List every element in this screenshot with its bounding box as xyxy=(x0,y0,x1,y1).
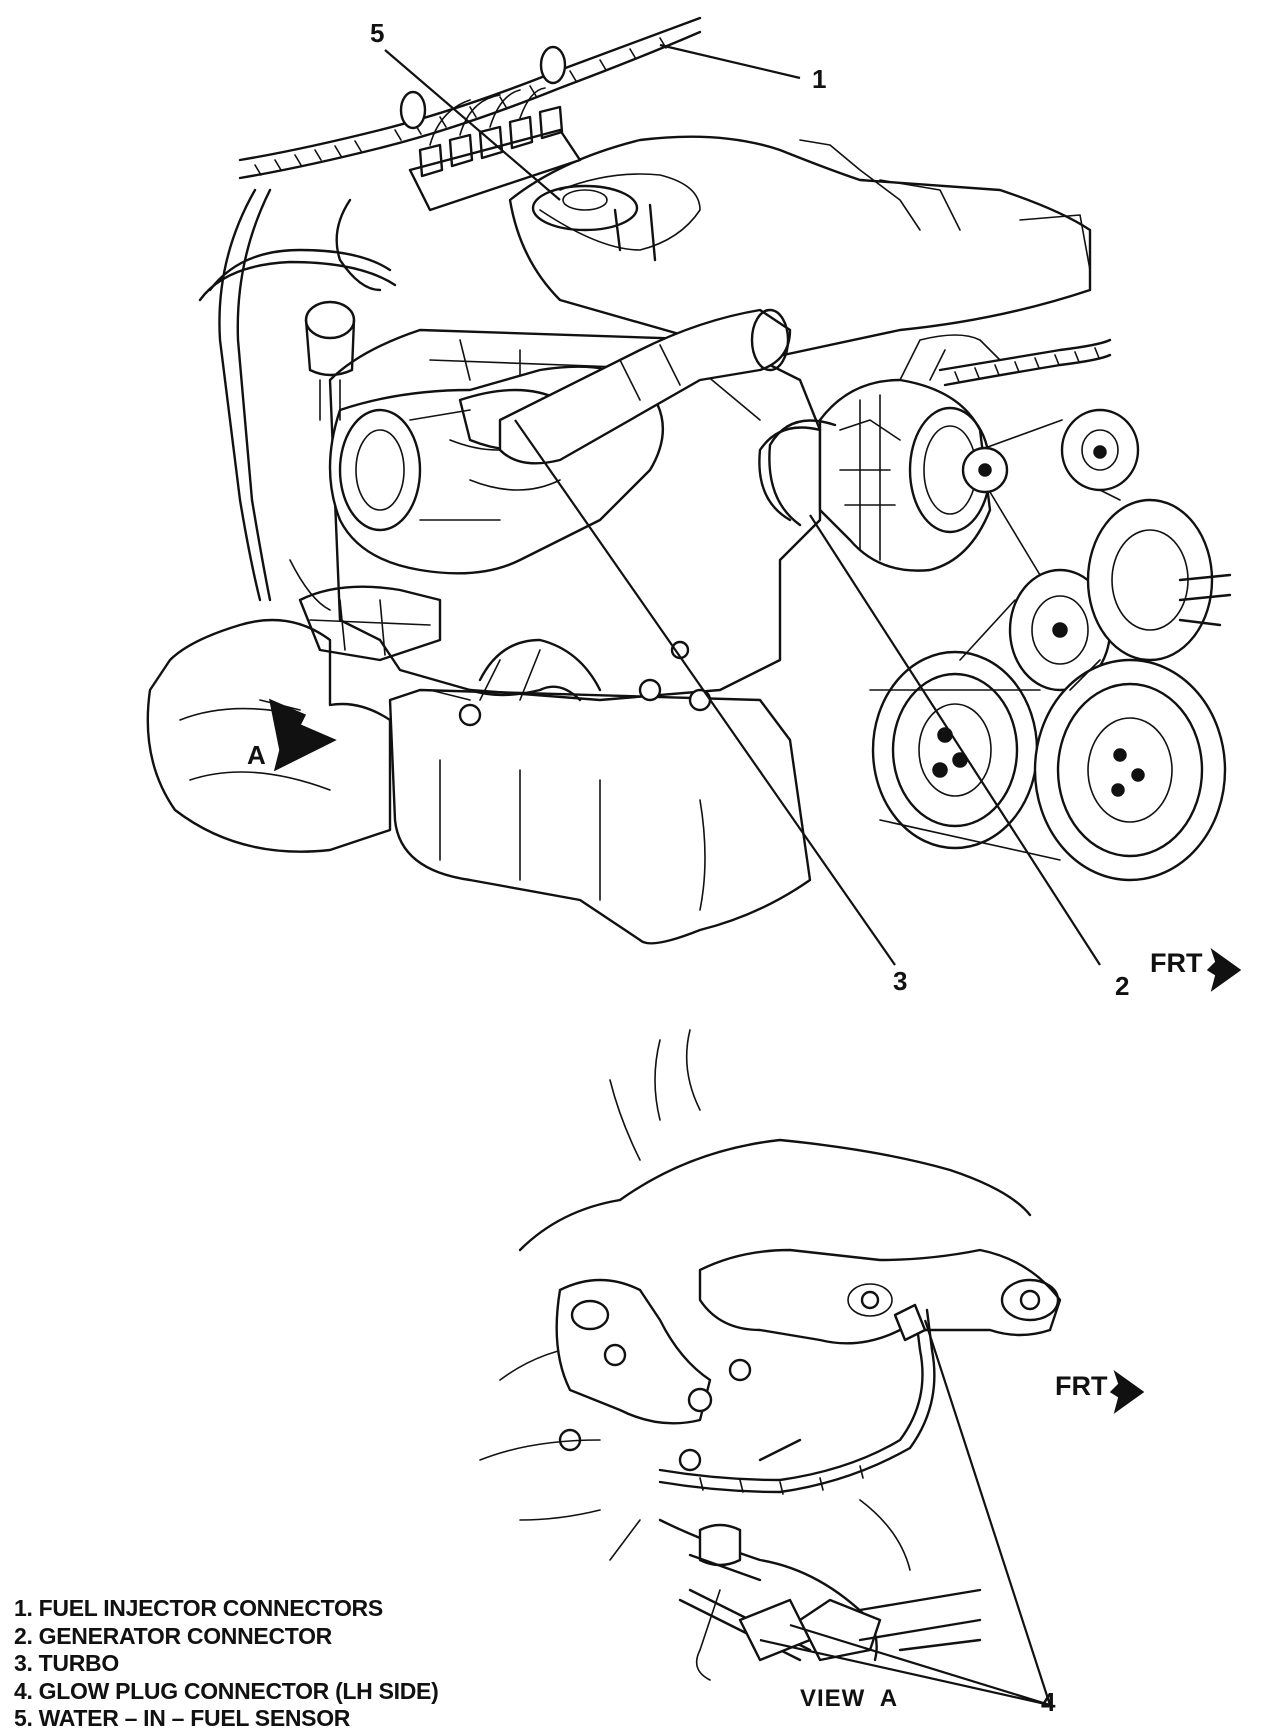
callout-3: 3 xyxy=(893,966,907,996)
legend-item-5: 5. WATER – IN – FUEL SENSOR xyxy=(14,1705,351,1732)
callout-2: 2 xyxy=(1115,971,1129,1001)
view-arrow-label: A xyxy=(247,740,266,770)
frt-indicator-view: FRT xyxy=(1055,1370,1145,1414)
legend-item-3: 3. TURBO xyxy=(14,1650,119,1677)
view-a-label: VIEW A xyxy=(800,1685,898,1712)
view-a-illustration xyxy=(479,1029,1062,1681)
frt-label-view: FRT xyxy=(1055,1371,1108,1401)
main-leader-lines xyxy=(384,43,1101,966)
frt-arrow-icon xyxy=(1206,948,1242,992)
callout-5: 5 xyxy=(370,18,384,48)
frt-arrow-icon xyxy=(1109,1370,1145,1414)
legend-item-1: 1. FUEL INJECTOR CONNECTORS xyxy=(14,1595,383,1621)
engine-illustration xyxy=(146,16,1232,945)
legend-item-4: 4. GLOW PLUG CONNECTOR (LH SIDE) xyxy=(14,1677,439,1704)
frt-indicator-main: FRT xyxy=(1150,948,1242,992)
callout-1: 1 xyxy=(812,64,826,94)
callout-4: 4 xyxy=(1041,1687,1056,1714)
frt-label-main: FRT xyxy=(1150,948,1203,978)
legend-item-2: 2. GENERATOR CONNECTOR xyxy=(14,1622,332,1649)
view-a-leader-lines xyxy=(759,1319,1052,1707)
parts-legend: 1. FUEL INJECTOR CONNECTORS 2. GENERATOR… xyxy=(14,1595,439,1733)
